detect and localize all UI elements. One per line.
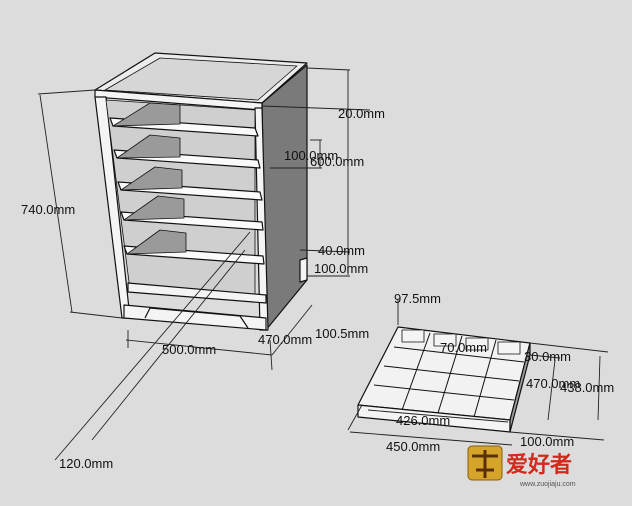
dim-tray-inner-width: 426.0mm [396,413,450,428]
dim-width: 500.0mm [162,342,216,357]
dim-tray-handle: 100.0mm [520,434,574,449]
cabinet-dimensions [37,67,371,461]
dim-depth: 470.0mm [258,332,312,347]
dim-tray-edge: 100.5mm [315,326,369,341]
watermark: 爱好者 www.zuojiaju.com [467,445,576,488]
dim-tray-cell-width: 97.5mm [394,291,441,306]
tray-grid [373,332,525,418]
tray-dimensions [347,300,609,446]
dim-top-thickness: 20.0mm [338,106,385,121]
watermark-text: 爱好者 [506,452,572,477]
dim-inner-height: 600.0mm [310,154,364,169]
watermark-logo-icon [467,445,503,481]
dim-drawer-gap: 100.0mm [284,148,338,163]
dim-tray-depth: 470.0mm [526,376,580,391]
dim-tray-outer-width: 450.0mm [386,439,440,454]
cabinet [94,52,308,331]
watermark-url: www.zuojiaju.com [519,481,576,488]
dim-bottom-shelf: 40.0mm [318,243,365,258]
drawer-stack [109,102,265,265]
dim-tray-outer-depth: 438.0mm [560,380,614,395]
tray [357,326,531,433]
dim-base-height: 100.0mm [314,261,368,276]
dim-height-total: 740.0mm [21,202,75,217]
dim-leg-offset: 120.0mm [59,456,113,471]
dimension-labels: 740.0mm 20.0mm 100.0mm 600.0mm 40.0mm 10… [21,106,614,471]
dim-tray-height: 30.0mm [524,349,571,364]
dim-tray-cell-depth: 70.0mm [440,340,487,355]
